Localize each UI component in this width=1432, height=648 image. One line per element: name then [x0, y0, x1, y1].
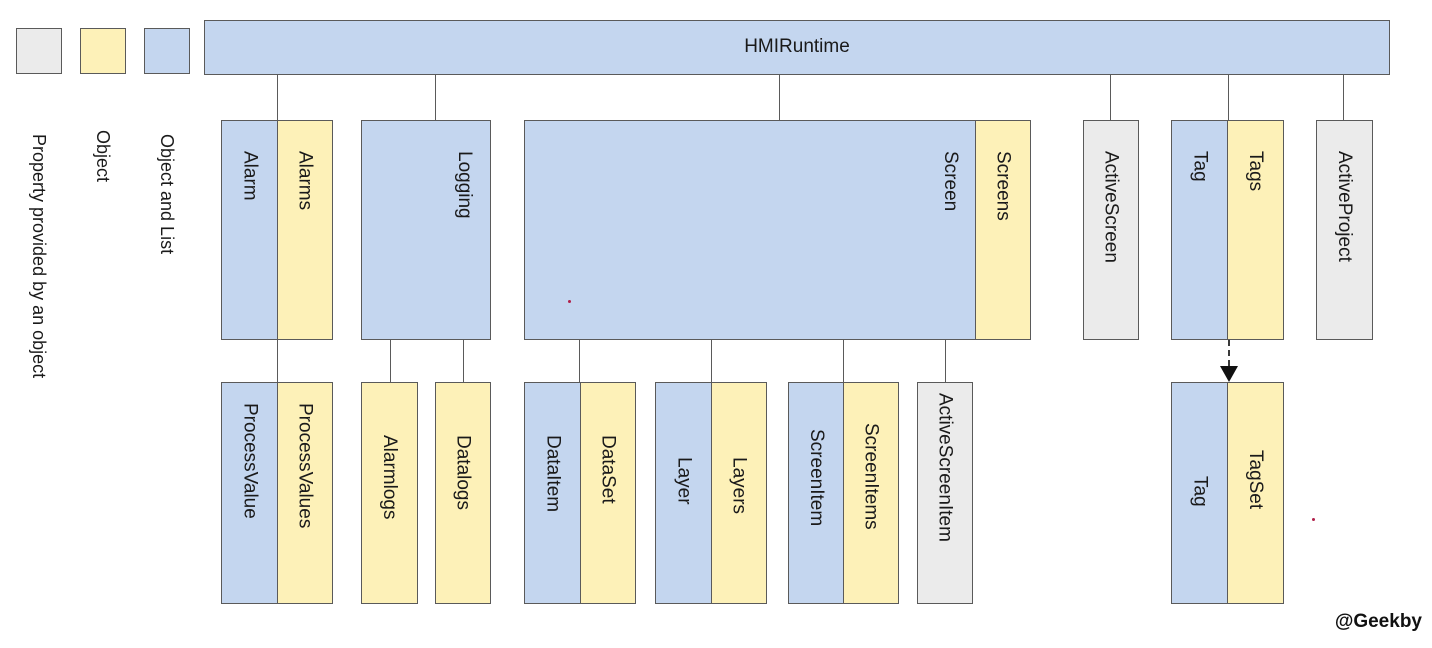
legend-label-object-and-list: Object and List — [157, 134, 177, 255]
connector-screen-activescreenitem — [945, 340, 946, 382]
dataset-box: DataSet — [580, 382, 636, 604]
screenitem-label: ScreenItem — [806, 429, 827, 527]
dataset-label: DataSet — [597, 435, 619, 504]
connector-logging-datalogs — [463, 340, 464, 382]
layer-box: Layer — [655, 382, 713, 604]
arrowhead-down-icon — [1220, 366, 1238, 382]
connector-tags-tagset — [1228, 340, 1230, 366]
alarmlogs-label: Alarmlogs — [379, 435, 400, 520]
connector-screen-dataset — [579, 340, 580, 382]
connector-alarm-processvalues — [277, 340, 278, 382]
tagset-box: TagSet — [1227, 382, 1284, 604]
tags-box: Tags — [1227, 120, 1284, 340]
legend-swatch-object — [80, 28, 126, 74]
tags-label: Tags — [1245, 151, 1266, 192]
logging-box: Logging — [361, 120, 491, 340]
logging-label: Logging — [454, 151, 475, 219]
alarm-box: Alarm — [221, 120, 279, 340]
datalogs-box: Datalogs — [435, 382, 491, 604]
tagset-tag-box: Tag — [1171, 382, 1229, 604]
layer-label: Layer — [673, 457, 695, 505]
legend-swatch-property — [16, 28, 62, 74]
legend-swatch-object-and-list — [144, 28, 190, 74]
tagset-tag-label: Tag — [1189, 476, 1211, 507]
connector-root-tags — [1228, 75, 1229, 120]
watermark: @Geekby — [1334, 611, 1422, 632]
activescreen-box: ActiveScreen — [1083, 120, 1139, 340]
connector-logging-alarmlogs — [390, 340, 391, 382]
screen-box: Screen — [524, 120, 977, 340]
alarms-label: Alarms — [294, 151, 316, 211]
tag-box: Tag — [1171, 120, 1229, 340]
screens-box: Screens — [975, 120, 1031, 340]
tagset-label: TagSet — [1245, 450, 1266, 510]
legend-label-property: Property provided by an object — [29, 134, 49, 379]
activescreenitem-box: ActiveScreenItem — [917, 382, 973, 604]
connector-screen-layers — [711, 340, 712, 382]
legend-label-object: Object — [93, 130, 113, 183]
processvalue-box: ProcessValue — [221, 382, 279, 604]
alarmlogs-box: Alarmlogs — [361, 382, 418, 604]
datalogs-label: Datalogs — [452, 435, 474, 510]
connector-root-activescreen — [1110, 75, 1111, 120]
connector-root-alarms — [277, 75, 278, 120]
hmiruntime-box: HMIRuntime — [204, 20, 1390, 75]
layers-box: Layers — [711, 382, 767, 604]
connector-root-screens — [779, 75, 780, 120]
activescreenitem-label: ActiveScreenItem — [934, 393, 956, 542]
tag-label: Tag — [1189, 151, 1211, 182]
stray-dot — [1312, 518, 1315, 521]
processvalues-box: ProcessValues — [277, 382, 333, 604]
activescreen-label: ActiveScreen — [1100, 151, 1122, 263]
activeproject-box: ActiveProject — [1316, 120, 1373, 340]
alarms-box: Alarms — [277, 120, 333, 340]
dataitem-box: DataItem — [524, 382, 582, 604]
dataitem-label: DataItem — [542, 435, 564, 513]
stray-dot — [568, 300, 571, 303]
alarm-label: Alarm — [239, 151, 261, 201]
processvalue-label: ProcessValue — [239, 403, 261, 519]
activeproject-label: ActiveProject — [1334, 151, 1355, 262]
screenitems-label: ScreenItems — [860, 423, 882, 530]
hmiruntime-label: HMIRuntime — [744, 36, 850, 57]
connector-root-activeproject — [1343, 75, 1344, 120]
screen-label: Screen — [940, 151, 961, 212]
screens-label: Screens — [992, 151, 1014, 221]
processvalues-label: ProcessValues — [294, 403, 316, 529]
screenitem-box: ScreenItem — [788, 382, 845, 604]
layers-label: Layers — [728, 457, 750, 515]
connector-screen-screenitems — [843, 340, 844, 382]
screenitems-box: ScreenItems — [843, 382, 899, 604]
connector-root-logging — [435, 75, 436, 120]
